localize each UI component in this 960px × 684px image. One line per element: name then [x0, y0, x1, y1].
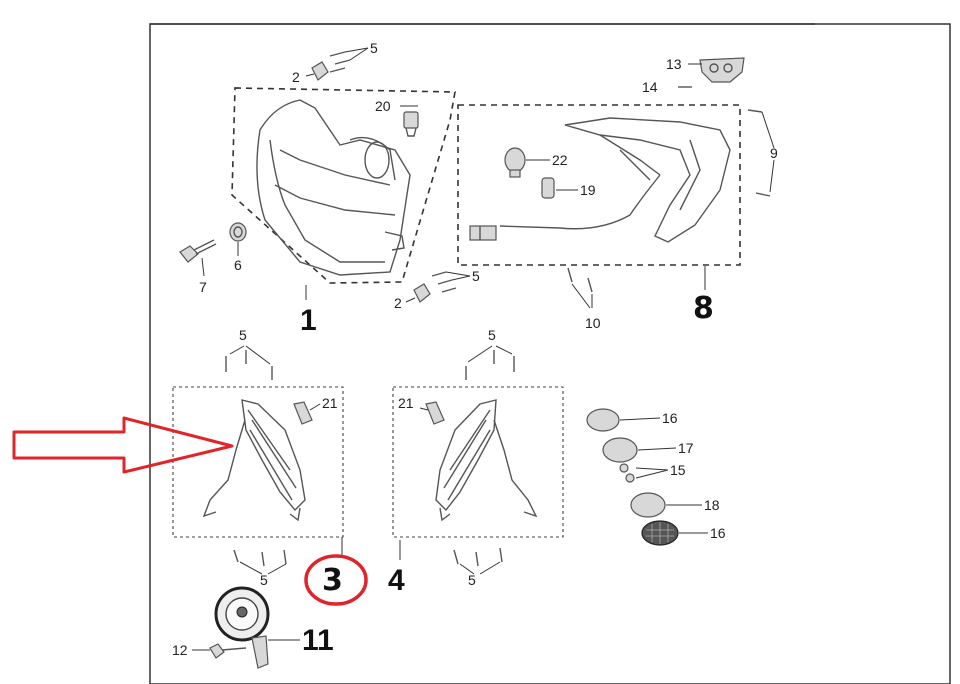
right-signal-group-box	[392, 386, 564, 538]
screws-9: 9	[747, 109, 778, 197]
license-bracket-13: 13	[666, 56, 745, 83]
callout-5: 5	[239, 327, 247, 343]
screws-5-mid: 5	[431, 268, 480, 293]
callout-18: 18	[704, 497, 720, 513]
left-turn-signal-assembly: 21	[172, 386, 344, 538]
callout-22: 22	[552, 152, 568, 168]
right-turn-signal-assembly: 21	[392, 386, 564, 538]
callout-9: 9	[770, 145, 778, 161]
reflector-16-bottom: 16	[641, 520, 726, 546]
callout-14: 14	[642, 79, 658, 95]
callout-16: 16	[710, 525, 726, 541]
bolt-12: 12	[172, 642, 247, 659]
screw-14: 14	[642, 79, 692, 95]
bulb-22: 22	[504, 147, 568, 178]
callout-19: 19	[580, 182, 596, 198]
callout-1: 1	[300, 304, 317, 337]
callout-5: 5	[488, 327, 496, 343]
reflector-17: 17	[602, 437, 694, 463]
callout-6: 6	[234, 257, 242, 273]
callout-5: 5	[370, 40, 378, 56]
headlight-bulb-20: 20	[375, 98, 419, 137]
screws-5-top: 5	[329, 40, 378, 73]
nuts-15: 15	[619, 462, 686, 483]
bolt-7: 7	[179, 239, 217, 295]
callout-21: 21	[322, 395, 338, 411]
callout-13: 13	[666, 56, 682, 72]
screws-10: 10	[567, 267, 601, 331]
callout-20: 20	[375, 98, 391, 114]
diagram-frame	[149, 23, 951, 684]
right-signal-lens	[435, 399, 497, 512]
callout-12: 12	[172, 642, 188, 658]
callout-7: 7	[199, 279, 207, 295]
callout-15: 15	[670, 462, 686, 478]
bracket-2-mid: 2	[394, 283, 431, 311]
screws-5-left-bottom: 5	[233, 549, 287, 588]
callout-11: 11	[302, 624, 334, 657]
callout-5: 5	[468, 572, 476, 588]
bulb-19: 19	[541, 177, 596, 199]
callout-4: 4	[388, 564, 405, 597]
taillight-housing	[564, 117, 731, 243]
reflector-16-top: 16	[586, 408, 678, 432]
headlight-assembly	[231, 87, 456, 284]
bracket-2-top: 2	[292, 61, 329, 85]
callout-2: 2	[394, 295, 402, 311]
taillight-group-box	[457, 104, 741, 266]
taillight-assembly	[457, 104, 741, 266]
callout-10: 10	[585, 315, 601, 331]
highlight-arrow	[12, 416, 234, 474]
callout-5: 5	[472, 268, 480, 284]
screws-5-left-top: 5	[225, 327, 273, 380]
highlight-circle-3	[304, 554, 368, 606]
callout-21: 21	[398, 395, 414, 411]
headlight-housing	[256, 99, 411, 276]
callout-2: 2	[292, 69, 300, 85]
left-signal-lens	[241, 399, 306, 512]
left-signal-group-box	[172, 386, 344, 538]
grommet-6: 6	[229, 222, 247, 273]
callout-17: 17	[678, 440, 694, 456]
callout-8: 8	[693, 291, 714, 326]
callout-5: 5	[260, 572, 268, 588]
callout-16: 16	[662, 410, 678, 426]
callout-3: 3	[322, 563, 343, 598]
screws-5-right-top: 5	[465, 327, 515, 380]
screws-5-right-bottom: 5	[453, 547, 503, 588]
horn-11: 11	[214, 586, 334, 669]
headlight-group-box	[231, 87, 456, 284]
reflector-18: 18	[630, 492, 720, 518]
